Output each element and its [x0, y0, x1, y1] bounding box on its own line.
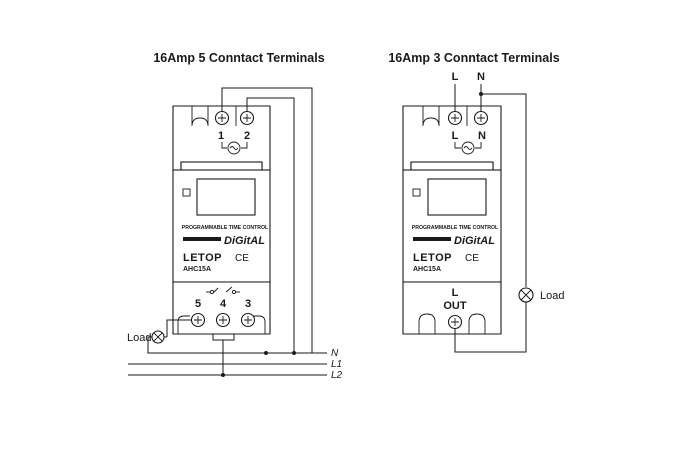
right-model: AHC15A — [413, 266, 441, 273]
right-top-wire-label-l: L — [452, 71, 459, 83]
right-top-label-n: N — [478, 130, 486, 142]
right-out-label: OUT — [443, 300, 467, 312]
right-title: 16Amp 3 Conntact Terminals — [388, 51, 559, 65]
right-ac-symbol — [454, 141, 482, 155]
left-bottom-label-4: 4 — [220, 298, 227, 310]
left-model: AHC15A — [183, 266, 211, 273]
right-out-terminal — [447, 314, 463, 330]
left-title: 16Amp 5 Conntact Terminals — [153, 51, 324, 65]
left-bottom-terminal-3 — [240, 312, 256, 328]
left-relay-contacts — [206, 286, 240, 295]
right-out-label-l: L — [452, 287, 459, 299]
left-device: PROGRAMMABLE TIME CONTROL DiGitAL LETOP … — [172, 105, 271, 335]
left-wire-label-l2: L2 — [331, 370, 343, 381]
left-top-label-2: 2 — [244, 130, 250, 142]
left-bottom-terminal-5 — [190, 312, 206, 328]
right-top-terminal-n — [473, 110, 489, 126]
right-brand: LETOP — [413, 252, 452, 264]
right-load-label: Load — [540, 290, 564, 302]
left-top-terminal-2 — [239, 110, 255, 126]
right-bar — [413, 237, 451, 241]
left-bottom-label-3: 3 — [245, 298, 251, 310]
left-ac-symbol — [221, 141, 248, 155]
left-top-terminal-1 — [214, 110, 230, 126]
left-bar — [183, 237, 221, 241]
left-diagram: 16Amp 5 Conntact Terminals PROGRAMMABLE … — [127, 51, 343, 381]
right-series: DiGitAL — [454, 235, 495, 247]
left-top-label-1: 1 — [218, 130, 224, 142]
left-load-label: Load — [127, 332, 151, 344]
left-wires — [128, 87, 327, 377]
right-top-wire-label-n: N — [477, 71, 485, 83]
right-top-label-l: L — [452, 130, 459, 142]
left-wire-label-n: N — [331, 348, 339, 359]
left-series: DiGitAL — [224, 235, 265, 247]
right-panel-caption: PROGRAMMABLE TIME CONTROL — [412, 225, 499, 231]
left-bottom-label-5: 5 — [195, 298, 201, 310]
right-wires — [454, 84, 534, 353]
left-brand: LETOP — [183, 252, 222, 264]
left-wire-label-l1: L1 — [331, 359, 342, 370]
right-cert: CE — [465, 253, 479, 264]
right-device: PROGRAMMABLE TIME CONTROL DiGitAL LETOP … — [402, 105, 502, 335]
left-cert: CE — [235, 253, 249, 264]
left-panel-caption: PROGRAMMABLE TIME CONTROL — [182, 225, 269, 231]
right-diagram: 16Amp 3 Conntact Terminals L N PROGRAMMA… — [388, 51, 564, 353]
left-bottom-terminal-4 — [215, 312, 231, 328]
right-top-terminal-l — [447, 110, 463, 126]
